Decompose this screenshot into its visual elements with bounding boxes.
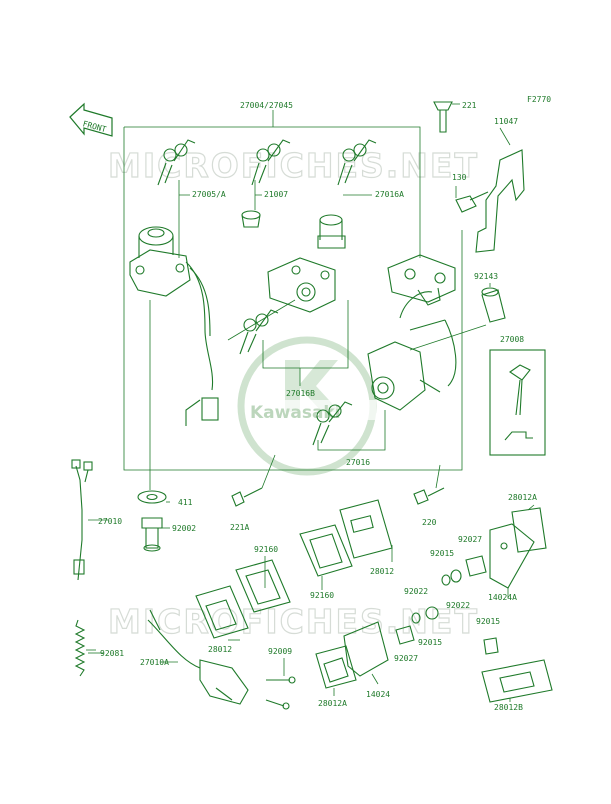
label-92002: 92002 bbox=[172, 524, 196, 533]
label-14024a: 14024A bbox=[488, 593, 517, 602]
reflector-28012a-top bbox=[511, 507, 547, 553]
key-pair-right bbox=[337, 139, 377, 186]
reflector-28012-top bbox=[339, 499, 393, 559]
label-92027-top: 92027 bbox=[458, 535, 482, 544]
label-92160-a: 92160 bbox=[254, 545, 278, 554]
watermark-top: MICROFICHES.NET bbox=[108, 146, 479, 185]
spare-key-box bbox=[489, 349, 546, 456]
label-92015-mid: 92015 bbox=[418, 638, 442, 647]
bracket-lock bbox=[387, 254, 456, 319]
label-28012-left: 28012 bbox=[208, 645, 232, 654]
label-21007: 21007 bbox=[264, 190, 288, 199]
bracket-14024a bbox=[489, 523, 535, 589]
reflector-28012a-bottom bbox=[315, 645, 357, 689]
reflector-28012-left bbox=[195, 585, 249, 639]
spacer-mid-group bbox=[395, 606, 439, 645]
label-27010a: 27010A bbox=[140, 658, 169, 667]
label-92143: 92143 bbox=[474, 272, 498, 281]
label-28012a-bottom: 28012A bbox=[318, 699, 347, 708]
gasket-92160-upper bbox=[299, 524, 353, 577]
key-pair-fuel bbox=[312, 401, 353, 446]
lock-cylinder-small bbox=[241, 210, 261, 228]
bolt-92002 bbox=[141, 517, 163, 552]
label-27008: 27008 bbox=[500, 335, 524, 344]
label-220: 220 bbox=[422, 518, 437, 527]
label-11047: 11047 bbox=[494, 117, 518, 126]
label-92022-b: 92022 bbox=[446, 601, 470, 610]
label-14024: 14024 bbox=[366, 690, 390, 699]
collar-92143 bbox=[481, 283, 506, 323]
kawasaki-logo: Kawasaki bbox=[237, 336, 377, 476]
label-27010: 27010 bbox=[98, 517, 122, 526]
label-92009: 92009 bbox=[268, 647, 292, 656]
screw-221 bbox=[433, 101, 460, 133]
label-221a: 221A bbox=[230, 523, 249, 532]
front-arrow-icon: FRONT bbox=[69, 102, 113, 137]
ignition-switch bbox=[129, 226, 219, 426]
screw-221a bbox=[231, 454, 276, 507]
label-28012a-top: 28012A bbox=[508, 493, 537, 502]
label-411: 411 bbox=[178, 498, 193, 507]
key-pair-lower bbox=[239, 309, 279, 355]
gasket-92160-lower bbox=[235, 559, 291, 613]
reflector-28012b bbox=[481, 659, 553, 703]
label-27004: 27004/27045 bbox=[240, 101, 293, 110]
label-92015-right: 92015 bbox=[476, 617, 500, 626]
key-pair-left bbox=[157, 139, 196, 186]
label-28012b: 28012B bbox=[494, 703, 523, 712]
nut-92015-right bbox=[483, 637, 499, 655]
bracket-14024 bbox=[343, 621, 389, 677]
set-frame bbox=[123, 110, 463, 471]
label-221: 221 bbox=[462, 101, 477, 110]
fuel-lock bbox=[367, 319, 457, 411]
label-92160-b: 92160 bbox=[310, 591, 334, 600]
bracket-11047 bbox=[475, 127, 525, 253]
label-28012-top: 28012 bbox=[370, 567, 394, 576]
label-27016: 27016 bbox=[346, 458, 370, 467]
label-27016a: 27016A bbox=[375, 190, 404, 199]
label-27016b: 27016B bbox=[286, 389, 315, 398]
label-130: 130 bbox=[452, 173, 467, 182]
spring-92081 bbox=[74, 619, 96, 677]
washer-411 bbox=[137, 300, 167, 504]
key-pair-middle bbox=[251, 139, 291, 186]
screw-220 bbox=[413, 464, 445, 505]
wire-harness-27010 bbox=[71, 459, 93, 581]
figure-code: F2770 bbox=[527, 95, 551, 104]
lock-cylinder-27016a bbox=[317, 214, 346, 249]
label-92081: 92081 bbox=[100, 649, 124, 658]
spacer-right-group bbox=[441, 555, 487, 586]
watermark-bottom: MICROFICHES.NET bbox=[108, 602, 479, 641]
label-92015-top: 92015 bbox=[430, 549, 454, 558]
helmet-lock bbox=[267, 257, 336, 313]
label-92022-a: 92022 bbox=[404, 587, 428, 596]
switch-27010a bbox=[147, 609, 296, 710]
bolt-130 bbox=[455, 186, 489, 213]
label-92027-mid: 92027 bbox=[394, 654, 418, 663]
label-27005: 27005/A bbox=[192, 190, 226, 199]
